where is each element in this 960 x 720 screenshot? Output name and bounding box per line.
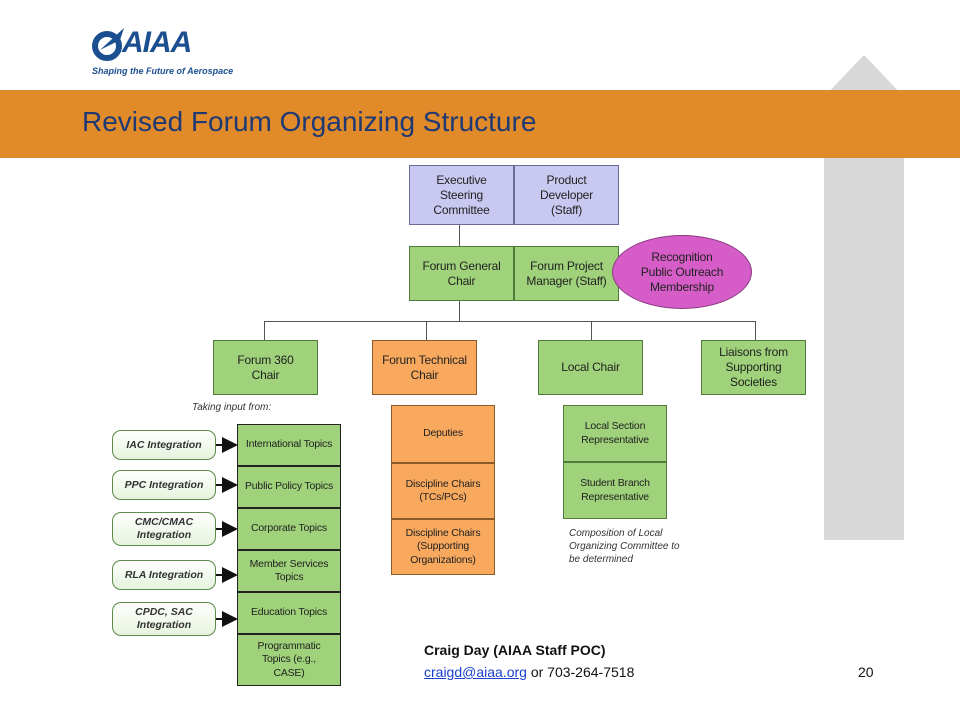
local-sub-box: Local Section Representative (563, 405, 667, 462)
title-banner (0, 90, 960, 158)
executive-steering-committee-box: Executive Steering Committee (409, 165, 514, 225)
integration-pill: PPC Integration (112, 470, 216, 500)
slide-title: Revised Forum Organizing Structure (82, 106, 537, 137)
connector-line (264, 321, 756, 322)
topic-box: Programmatic Topics (e.g., CASE) (237, 634, 341, 686)
product-developer-box: Product Developer (Staff) (514, 165, 619, 225)
taking-input-label: Taking input from: (192, 402, 272, 413)
logo-tagline: Shaping the Future of Aerospace (92, 66, 234, 76)
recognition-outreach-ellipse: Recognition Public Outreach Membership (612, 235, 752, 309)
integration-pill: CMC/CMAC Integration (112, 512, 216, 546)
local-composition-note: Composition of Local Organizing Committe… (569, 528, 680, 565)
tech-sub-box: Discipline Chairs (TCs/PCs) (391, 463, 495, 519)
liaisons-box: Liaisons from Supporting Societies (701, 340, 806, 395)
local-chair-box: Local Chair (538, 340, 643, 395)
forum-360-chair-box: Forum 360 Chair (213, 340, 318, 395)
connector-line (264, 321, 265, 340)
integration-pill: IAC Integration (112, 430, 216, 460)
contact-name: Craig Day (AIAA Staff POC) (424, 642, 606, 658)
topic-box: Member Services Topics (237, 550, 341, 592)
tech-sub-box: Discipline Chairs (Supporting Organizati… (391, 519, 495, 575)
arrow-shape (802, 55, 926, 540)
connector-line (591, 321, 592, 340)
connector-line (459, 301, 460, 321)
topic-box: Public Policy Topics (237, 466, 341, 508)
phone-text: or 703-264-7518 (526, 664, 635, 680)
connector-line (755, 321, 756, 340)
integration-pill: RLA Integration (112, 560, 216, 590)
local-sub-box: Student Branch Representative (563, 462, 667, 519)
forum-general-chair-box: Forum General Chair (409, 246, 514, 301)
topic-box: International Topics (237, 424, 341, 466)
topic-box: Corporate Topics (237, 508, 341, 550)
forum-technical-chair-box: Forum Technical Chair (372, 340, 477, 395)
logo-swoosh-icon (92, 28, 124, 61)
contact-line: craigd@aiaa.org or 703-264-7518 (424, 664, 634, 680)
connector-line (426, 321, 427, 340)
forum-project-manager-box: Forum Project Manager (Staff) (514, 246, 619, 301)
page-number: 20 (858, 664, 874, 680)
logo-text: AIAA (122, 26, 192, 59)
aiaa-logo: AIAA Shaping the Future of Aerospace (90, 22, 240, 82)
integration-pill: CPDC, SAC Integration (112, 602, 216, 636)
email-link[interactable]: craigd@aiaa.org (424, 664, 527, 680)
tech-sub-box: Deputies (391, 405, 495, 463)
connector-line (459, 225, 460, 247)
